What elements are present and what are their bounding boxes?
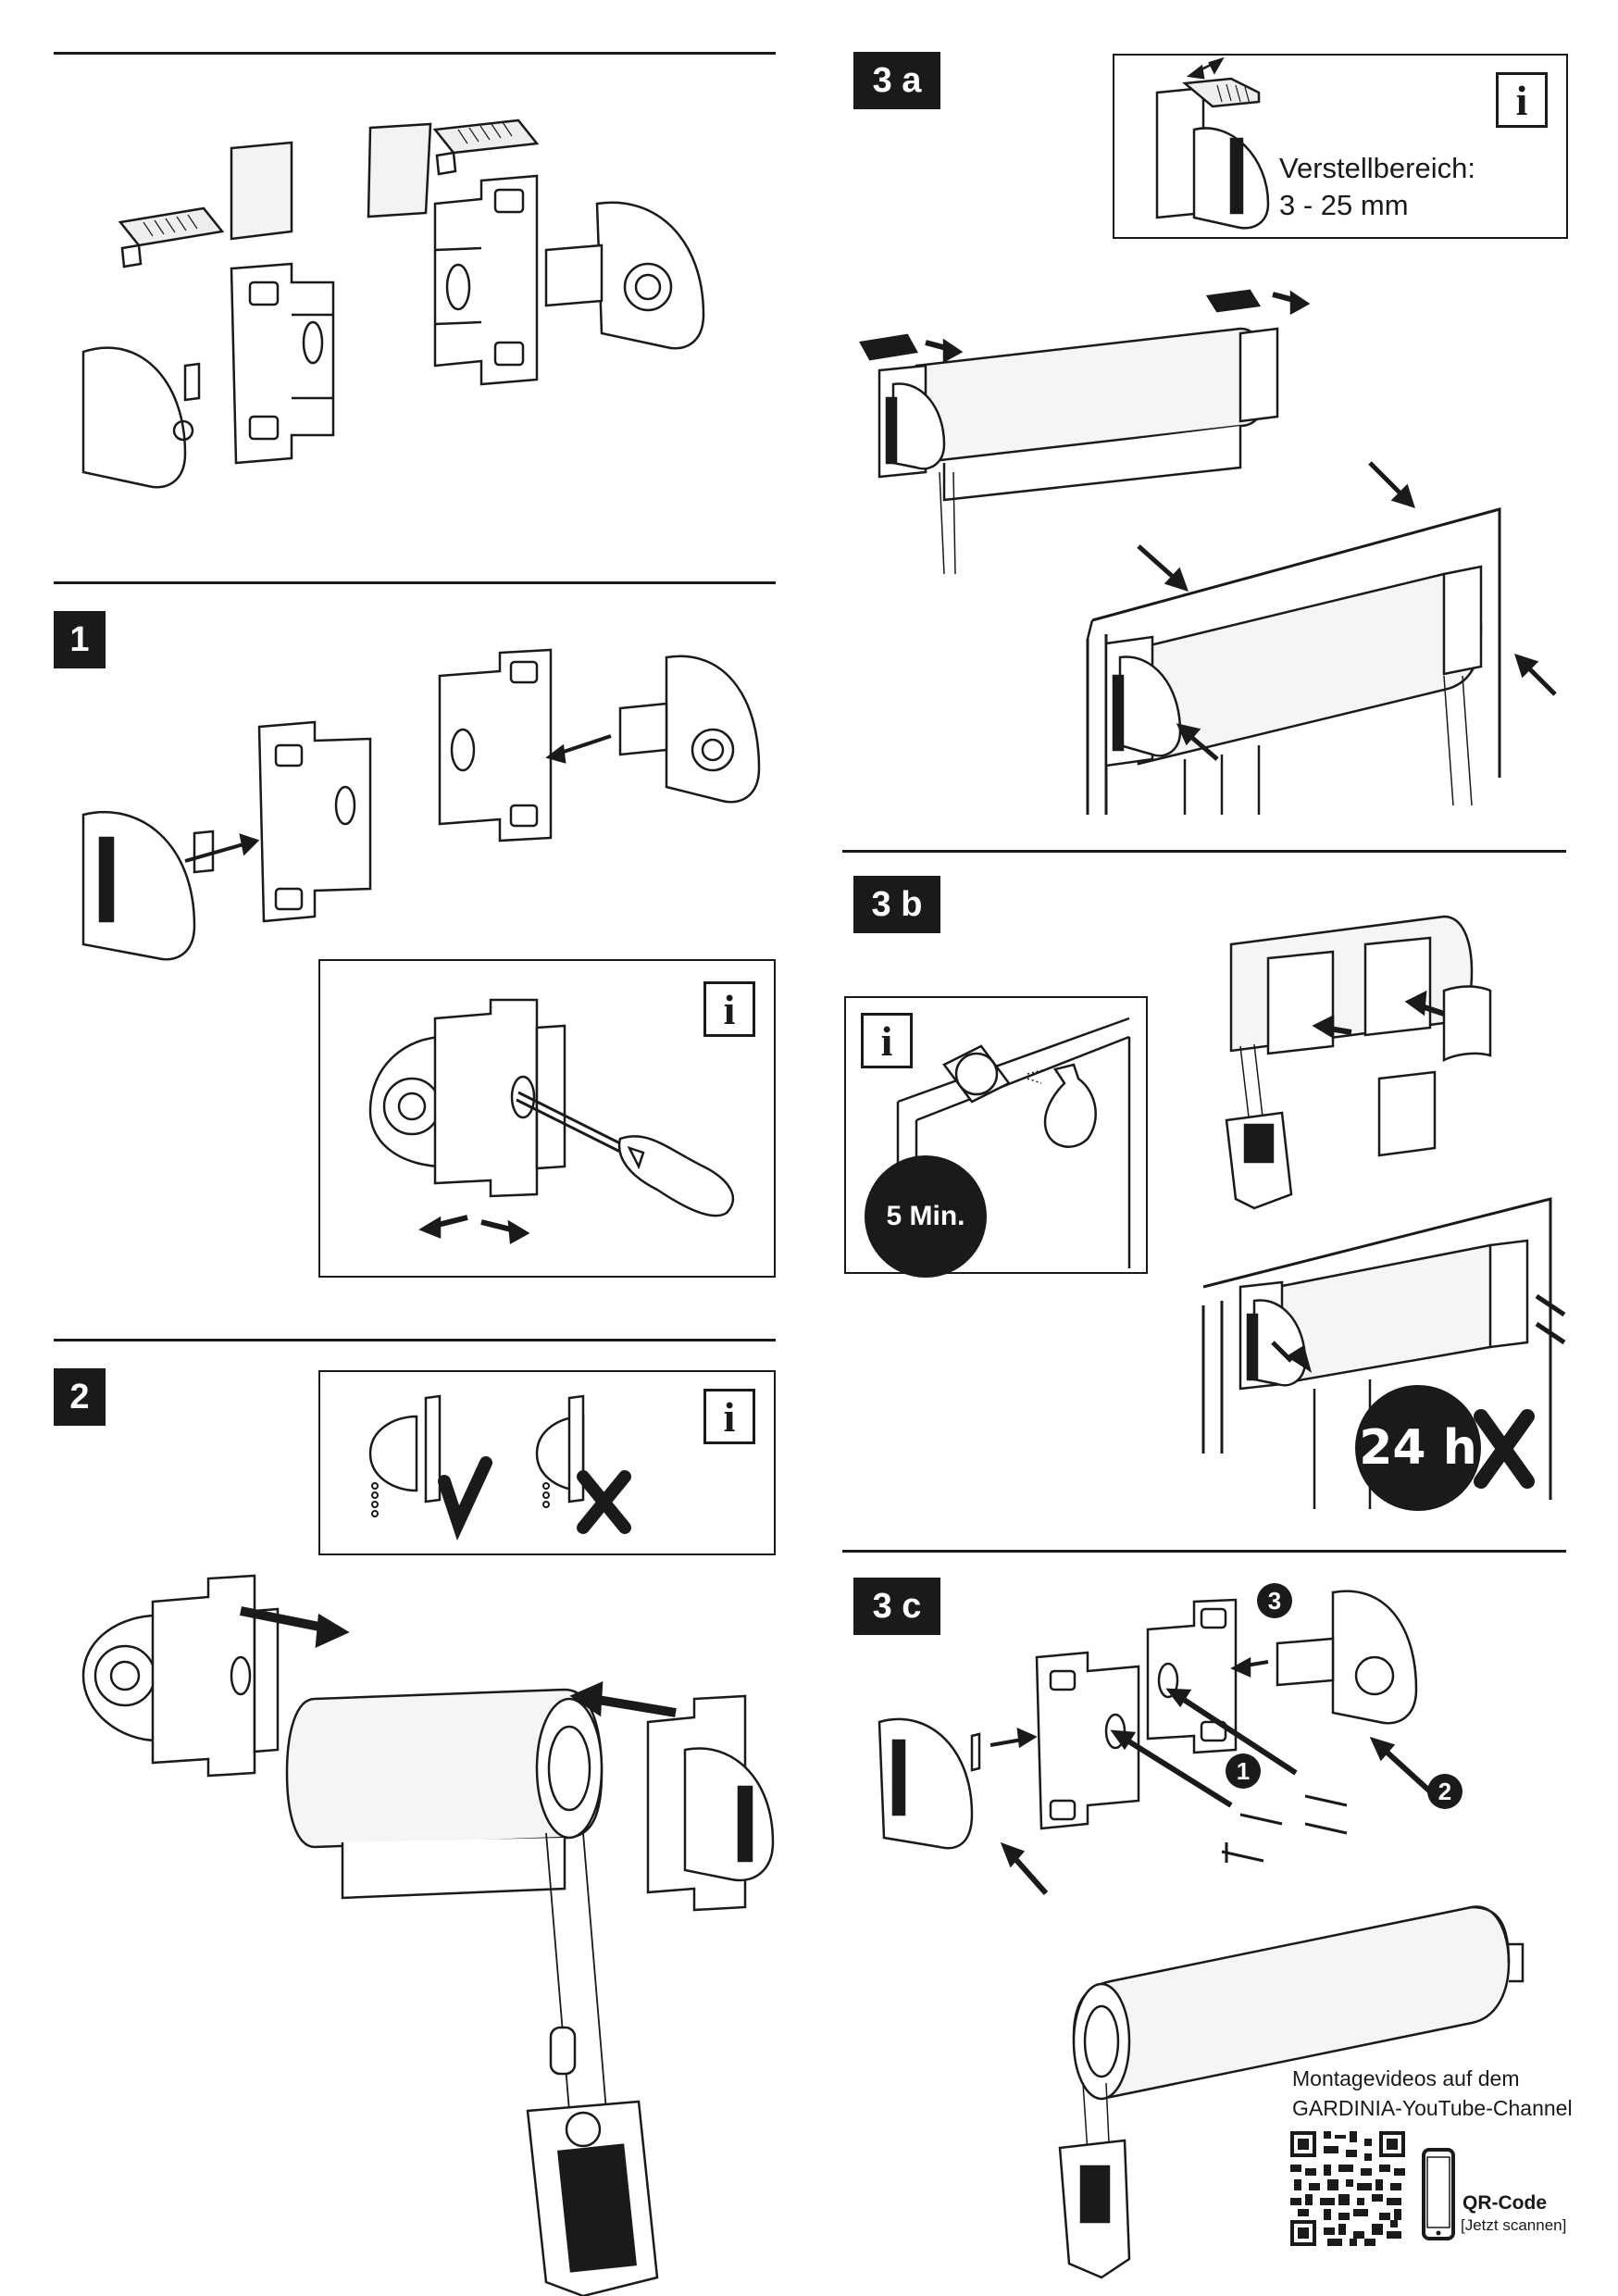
orientation-check-illustration	[368, 1394, 631, 1541]
youtube-info-line-2: GARDINIA-YouTube-Channel	[1292, 2096, 1573, 2120]
assembly-step-number-2: 2	[1427, 1774, 1462, 1809]
step-label-3c: 3 c	[853, 1578, 940, 1635]
cross-icon	[1474, 1409, 1535, 1489]
step-3b-adhesive-illustration	[1225, 915, 1492, 1210]
info-icon: i	[1496, 72, 1548, 128]
adjustment-range-label: Verstellbereich:	[1279, 152, 1475, 184]
step-label-3a: 3 a	[853, 52, 940, 109]
assembly-step-number-1: 1	[1226, 1753, 1261, 1789]
adjustment-range-value: 3 - 25 mm	[1279, 189, 1409, 221]
wait-time-badge-5min: 5 Min.	[865, 1155, 987, 1278]
qr-code-icon[interactable]	[1290, 2131, 1405, 2246]
assembly-step-number-3: 3	[1257, 1583, 1292, 1618]
info-icon: i	[703, 981, 755, 1037]
step-1-assembly-illustration	[81, 648, 761, 961]
divider-step-3c	[842, 1550, 1566, 1553]
spray-bottle-icon	[1043, 1063, 1097, 1148]
qr-code-title: QR-Code	[1462, 2192, 1547, 2214]
step-label-1: 1	[54, 611, 106, 668]
cloth-icon	[954, 1052, 999, 1096]
info-icon: i	[703, 1389, 755, 1444]
step-label-2: 2	[54, 1368, 106, 1426]
step-3c-screw-mounting-illustration	[877, 1590, 1525, 2279]
parts-overview-illustration	[81, 119, 705, 489]
wait-time-badge-24h: 24 h	[1355, 1385, 1481, 1511]
cleaning-illustration	[896, 1017, 1131, 1268]
divider-top-left	[54, 52, 776, 55]
divider-step-2	[54, 1339, 776, 1341]
step-3b-wait-illustration	[1201, 1197, 1566, 1509]
step-3a-mounting-illustration	[859, 289, 1557, 815]
divider-step-3b	[842, 850, 1566, 853]
youtube-info-line-1: Montagevideos auf dem	[1292, 2066, 1520, 2090]
adjustment-bracket-illustration	[1155, 56, 1270, 230]
check-icon	[438, 1456, 492, 1541]
cross-icon	[577, 1470, 631, 1534]
screwdriver-illustration	[368, 998, 735, 1245]
step-2-roller-mounting-illustration	[81, 1574, 775, 2296]
info-icon: i	[861, 1013, 913, 1068]
step-label-3b: 3 b	[853, 876, 940, 933]
qr-code-subtitle[interactable]: [Jetzt scannen]	[1461, 2216, 1567, 2234]
phone-icon	[1422, 2148, 1455, 2240]
divider-step-1	[54, 581, 776, 584]
